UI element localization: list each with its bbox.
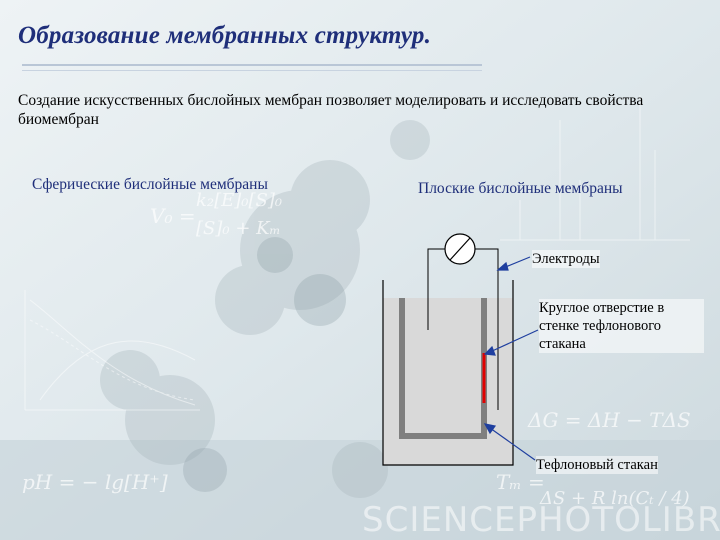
teflon-cup-label: Тефлоновый стакан	[536, 456, 658, 474]
electrodes-label: Электроды	[532, 250, 600, 268]
arrow-electrodes-head	[498, 263, 508, 270]
hole-label: Круглое отверстие в стенке тефлонового с…	[539, 299, 704, 353]
